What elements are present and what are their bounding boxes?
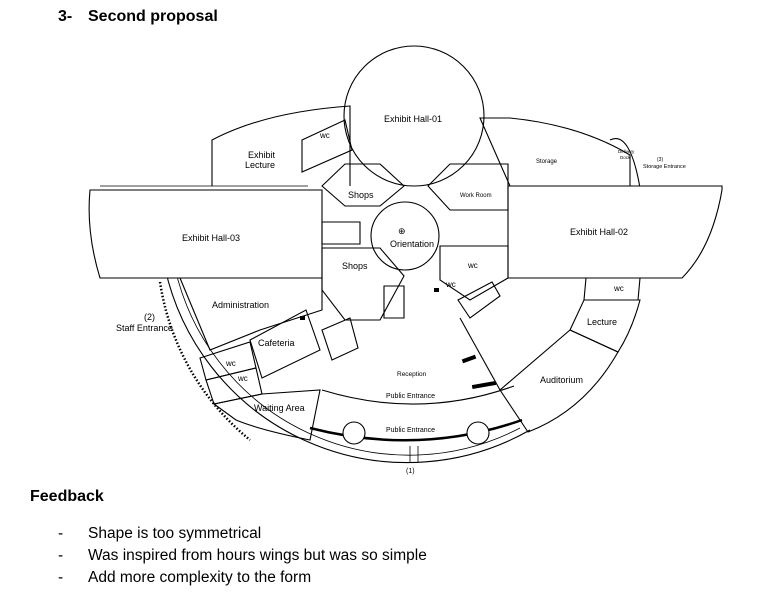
stairs-cafeteria xyxy=(321,317,359,361)
label-public-entrance-2: Public Entrance xyxy=(386,427,435,434)
wc-right-lower xyxy=(583,277,641,301)
label-work-room: Work Room xyxy=(460,193,492,199)
label-orientation: Orientation xyxy=(390,239,434,249)
feedback-item: - Was inspired from hours wings but was s… xyxy=(58,545,427,567)
label-administration: Administration xyxy=(212,300,269,310)
label-storage: Storage xyxy=(536,159,558,165)
label-cafeteria: Cafeteria xyxy=(258,338,295,348)
bullet-dash: - xyxy=(58,525,64,542)
label-shops-bottom: Shops xyxy=(342,261,368,271)
label-wc-top: wc xyxy=(319,131,330,140)
wc-right-center xyxy=(439,245,509,301)
feedback-item: - Add more complexity to the form xyxy=(58,567,427,589)
label-exhibit-hall-01: Exhibit Hall-01 xyxy=(384,114,442,124)
public-entrance-arc-2 xyxy=(309,418,523,442)
label-exhibit-lecture-2: Lecture xyxy=(245,160,275,170)
label-lecture: Lecture xyxy=(587,317,617,327)
label-exhibit-hall-02: Exhibit Hall-02 xyxy=(570,227,628,237)
label-exhibit-hall-03: Exhibit Hall-03 xyxy=(182,233,240,243)
desk-mark-3 xyxy=(300,316,305,320)
label-wc-right: wc xyxy=(613,284,624,293)
wc-top-left xyxy=(301,119,353,173)
desk-mark-1 xyxy=(461,354,477,364)
outer-ring-wall xyxy=(164,267,531,464)
feedback-list: - Shape is too symmetrical - Was inspired … xyxy=(58,523,427,589)
administration-room xyxy=(179,277,323,351)
label-wc-center: wc xyxy=(467,261,478,270)
label-wc-center-2: wc xyxy=(445,280,456,289)
work-room xyxy=(427,163,509,211)
label-auditorium: Auditorium xyxy=(540,375,583,385)
stairs-right xyxy=(457,281,501,319)
label-public-entrance-num: (1) xyxy=(406,468,415,475)
orientation-mark-icon: ⊕ xyxy=(398,226,406,236)
feedback-heading: Feedback xyxy=(30,488,104,505)
storage-wing xyxy=(479,117,631,187)
bullet-dash: - xyxy=(58,547,64,564)
floor-plan: Exhibit Hall-01 wc Exhibit Lecture Stora… xyxy=(88,45,723,475)
feedback-item-text: Was inspired from hours wings but was so… xyxy=(88,547,427,564)
shops-top xyxy=(321,163,405,207)
section-title: Second proposal xyxy=(88,8,218,25)
delivery-dock-arc xyxy=(609,138,641,189)
stairs-left xyxy=(321,221,361,245)
desk-mark-4 xyxy=(434,288,439,292)
exhibit-lecture-wing xyxy=(211,105,351,186)
public-entrance-arc-1 xyxy=(321,385,515,405)
desk-mark-2 xyxy=(471,380,497,390)
feedback-item-text: Add more complexity to the form xyxy=(88,569,312,586)
label-storage-entrance: Storage Entrance xyxy=(643,164,686,170)
label-exhibit-lecture-1: Exhibit xyxy=(248,150,276,160)
label-waiting-area: Waiting Area xyxy=(254,403,305,413)
label-shops-top: Shops xyxy=(348,190,374,200)
exhibit-hall-02-outline xyxy=(507,185,723,279)
column-right xyxy=(466,421,490,445)
reception-divider xyxy=(459,317,501,391)
label-wc-left-1: wc xyxy=(225,359,236,368)
column-left xyxy=(342,421,366,445)
feedback-item: - Shape is too symmetrical xyxy=(58,523,427,545)
label-wc-left-2: wc xyxy=(237,374,248,383)
orientation-circle xyxy=(370,201,440,271)
stairs-lower xyxy=(383,285,405,319)
feedback-item-text: Shape is too symmetrical xyxy=(88,525,262,542)
label-staff-entrance-num: (2) xyxy=(144,312,155,322)
outer-ring-wall-inner xyxy=(174,267,521,456)
label-delivery-dock-1: Delivery xyxy=(618,149,635,154)
label-public-entrance-1: Public Entrance xyxy=(386,393,435,400)
label-storage-entrance-num: (3) xyxy=(657,157,663,163)
bullet-dash: - xyxy=(58,569,64,586)
label-reception: Reception xyxy=(397,371,427,378)
label-staff-entrance: Staff Entrance xyxy=(116,323,173,333)
cafeteria-room xyxy=(249,309,321,379)
auditorium-room xyxy=(499,329,619,433)
section-number: 3- xyxy=(58,8,73,25)
section-heading: 3- Second proposal xyxy=(58,8,218,26)
label-delivery-dock-2: Dock xyxy=(620,155,631,160)
exhibit-hall-01-outline xyxy=(343,45,485,187)
waiting-area xyxy=(212,389,321,441)
